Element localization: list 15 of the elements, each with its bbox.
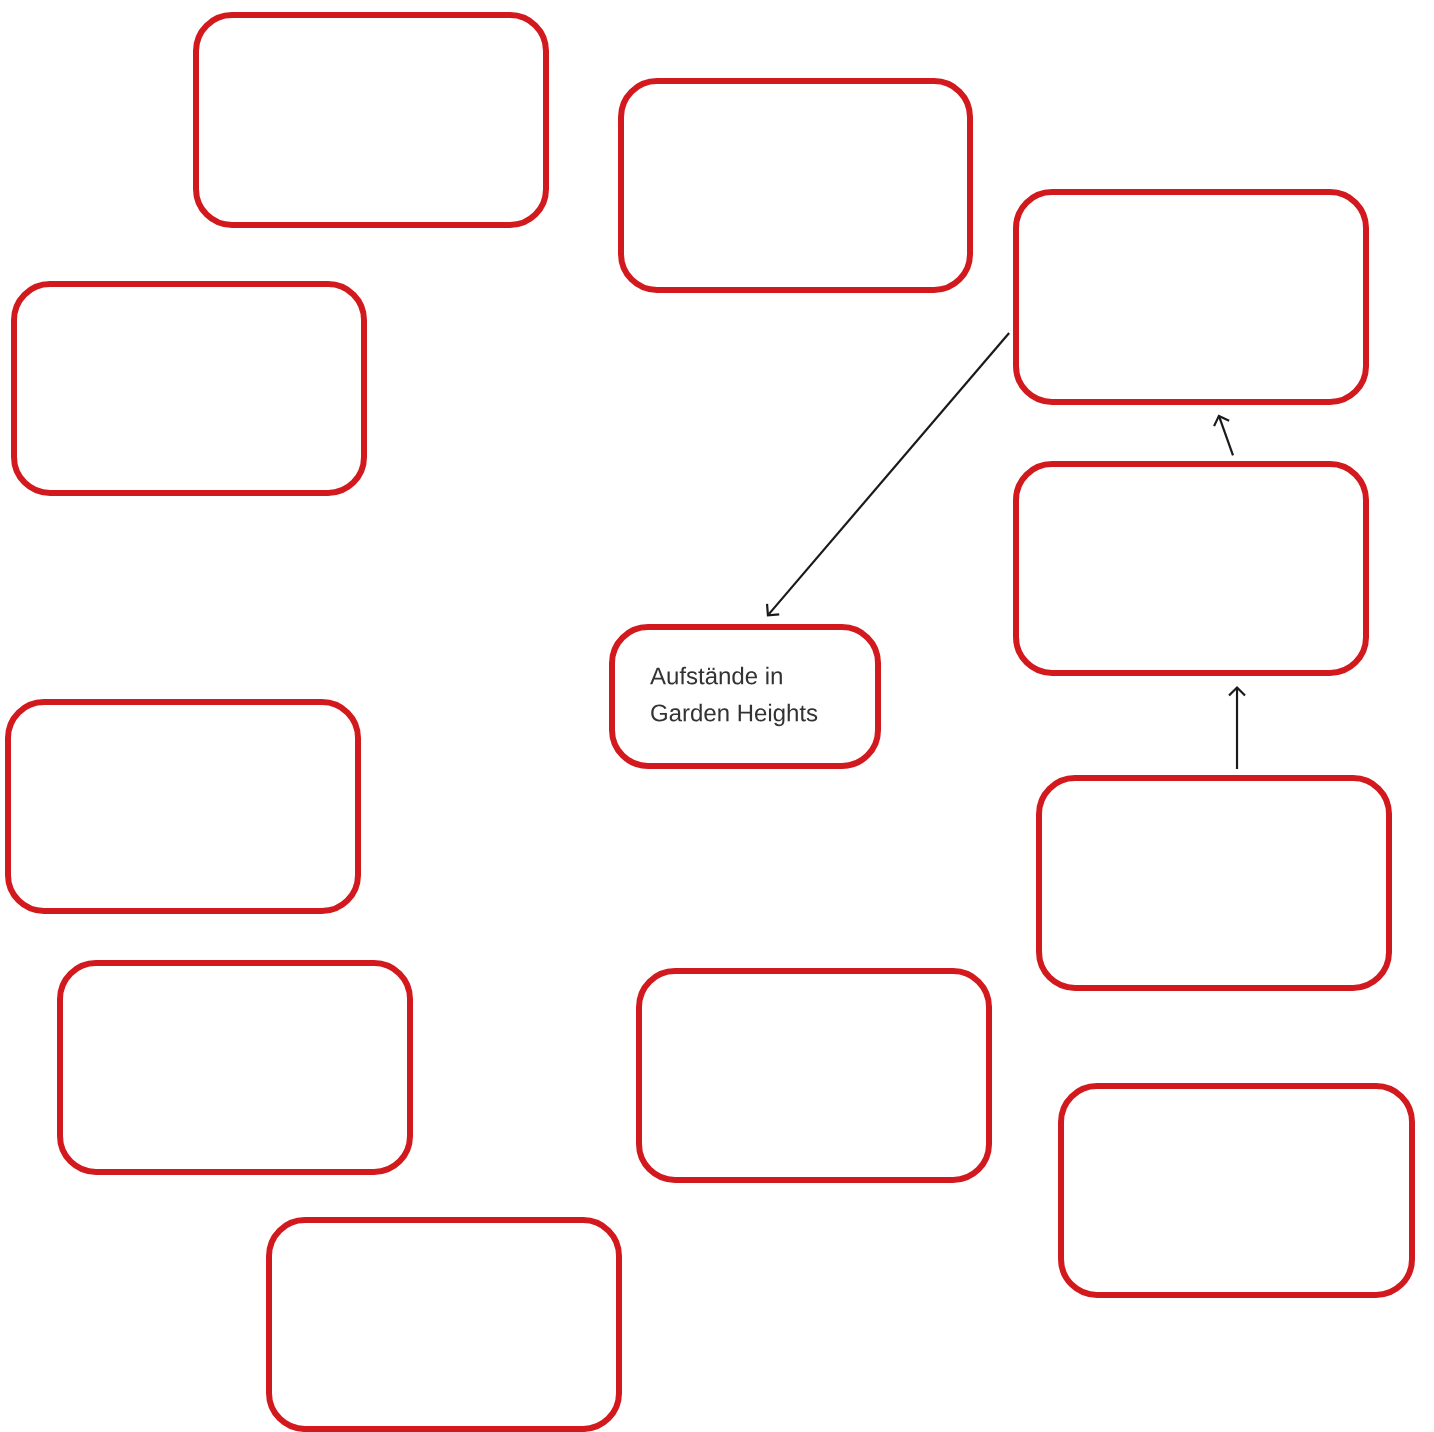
arrow [765, 332, 1010, 617]
rounded-box [1013, 189, 1369, 405]
rounded-box [1036, 775, 1392, 991]
arrow [1228, 686, 1246, 769]
rounded-box [266, 1217, 622, 1432]
rounded-box [57, 960, 413, 1175]
rounded-box [1058, 1083, 1415, 1298]
arrow [1213, 414, 1235, 456]
rounded-box [5, 699, 361, 914]
text-box: Aufstände in Garden Heights [609, 624, 881, 769]
rounded-box [1013, 461, 1369, 676]
rounded-box [193, 12, 549, 228]
rounded-box [618, 78, 973, 293]
rounded-box [11, 281, 367, 496]
rounded-box [636, 968, 992, 1183]
